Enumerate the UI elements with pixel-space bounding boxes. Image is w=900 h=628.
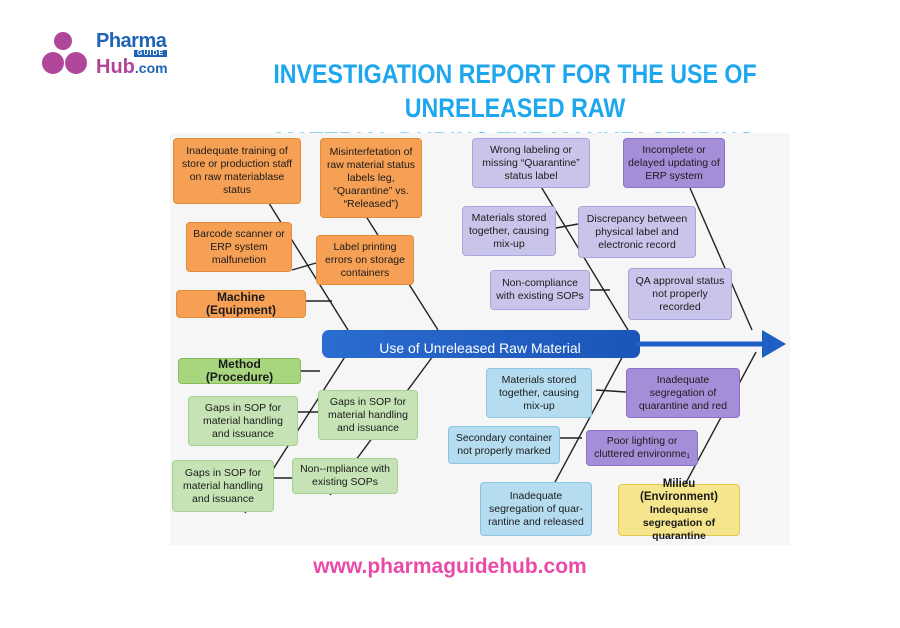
cause-box-gaps-sop-2: Gaps in SOP for material handling and is… [188, 396, 298, 446]
effect-label: Use of Unreleased Raw Material [379, 340, 581, 356]
cause-box-gaps-sop-3: Gaps in SOP for material handling and is… [172, 460, 274, 512]
category-machine: Machine (Equipment) [176, 290, 306, 318]
cause-box-noncompliance-bottom: Non-‑mpliance with existing SOPs [292, 458, 398, 494]
category-milieu-title: Milieu (Environment) [640, 477, 718, 503]
category-method: Method (Procedure) [178, 358, 301, 384]
cause-box-secondary-container: Secondary container not properly marked [448, 426, 560, 464]
cause-box-label-printing: Label printing errors on storage contain… [316, 235, 414, 285]
cause-box-qa-approval: QA approval status not properly recorded [628, 268, 732, 320]
spine-arrow-icon [762, 330, 786, 358]
bone-line [689, 187, 753, 331]
bone-line [555, 223, 579, 229]
cause-box-segregation-bottom: Inadequate segregation of quar-rantine a… [480, 482, 592, 536]
cause-box-wrong-labeling: Wrong labeling or missing “Quarantine” s… [472, 138, 590, 188]
cause-box-barcode: Barcode scanner or ERP system malfunetio… [186, 222, 292, 272]
cause-box-gaps-sop-1: Gaps in SOP for material handling and is… [318, 390, 418, 440]
cause-box-stored-together-top: Materials stored together, causing mix-u… [462, 206, 556, 256]
bone-line [595, 389, 627, 393]
logo-dot-icon [42, 52, 64, 74]
cause-box-misinterpretation: Misinterfetation of raw material status … [320, 138, 422, 218]
logo-dot-icon [65, 52, 87, 74]
logo-text-guide: GUIDE [134, 50, 168, 57]
website-url: www.pharmaguidehub.com [313, 555, 587, 578]
cause-box-noncompliance-top: Non-compliance with existing SOPs [490, 270, 590, 310]
logo-text-hub: Hub.com [96, 56, 168, 78]
cause-box-segregation-right: Inadequate segregation of quarantine and… [626, 368, 740, 418]
logo-text-suffix: .com [134, 60, 168, 76]
category-milieu: Milieu (Environment) Indequanse segregat… [618, 478, 740, 542]
category-milieu-text: Indequanse segregation of quarantine [642, 503, 716, 542]
cause-box-training: Inadequate training of store or producti… [173, 138, 301, 204]
cause-box-erp-update: Incomplete or delayed updating of ERP sy… [623, 138, 725, 188]
cause-box-lighting: Poor lighting or cluttered environme₁ [586, 430, 698, 466]
title-line-1: INVESTIGATION REPORT FOR THE USE OF UNRE… [273, 59, 757, 123]
bone-line [261, 191, 349, 331]
logo-text-pharma: Pharma [96, 30, 167, 52]
spine-bar [322, 330, 640, 358]
cause-box-stored-together-bottom: Materials stored together, causing mix-u… [486, 368, 592, 418]
cause-box-discrepancy: Discrepancy between physical label and e… [578, 206, 696, 258]
logo-dot-icon [54, 32, 72, 50]
bone-line [291, 262, 317, 271]
pharmaguidehub-logo: Pharma GUIDE Hub.com [38, 28, 178, 88]
